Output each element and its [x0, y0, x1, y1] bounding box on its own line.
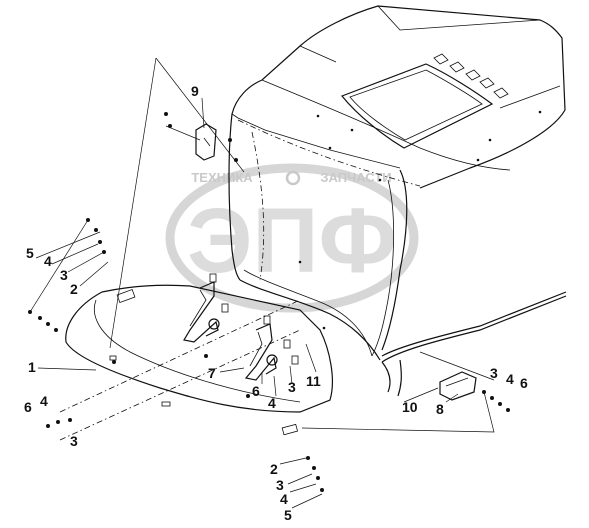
callout-6-center: 6 — [252, 383, 260, 399]
fastener-stacks — [28, 112, 510, 492]
watermark: ЭПФ ТЕХНИКА ЗАПЧАСТИ — [165, 163, 419, 313]
callout-3-left: 3 — [60, 267, 68, 283]
callout-5-bottom: 5 — [284, 507, 292, 523]
callout-3-bottom: 3 — [276, 477, 284, 493]
callout-2-bottom: 2 — [270, 461, 278, 477]
callout-6-lower-left: 6 — [24, 399, 32, 415]
callout-8: 8 — [436, 401, 444, 417]
callout-9: 9 — [191, 83, 199, 99]
callout-2-left: 2 — [70, 281, 78, 297]
brackets — [183, 273, 299, 381]
callout-7: 7 — [208, 365, 216, 381]
callout-5-left: 5 — [26, 245, 34, 261]
callout-6-right: 6 — [520, 375, 528, 391]
callout-4-left: 4 — [44, 253, 52, 269]
watermark-text-left: ТЕХНИКА — [191, 170, 253, 185]
callout-1: 1 — [28, 359, 36, 375]
callout-10: 10 — [402, 399, 418, 415]
watermark-logo-text: ЭПФ — [187, 190, 397, 292]
callout-11: 11 — [306, 373, 321, 389]
callout-4-bottom: 4 — [280, 491, 288, 507]
callouts: 9 5 4 3 2 1 6 4 3 7 6 4 3 11 10 8 3 4 6 … — [24, 83, 528, 523]
watermark-text-right: ЗАПЧАСТИ — [320, 170, 391, 185]
callout-4-lower-left: 4 — [40, 393, 48, 409]
callout-3-right: 3 — [490, 365, 498, 381]
callout-3-center: 3 — [288, 379, 296, 395]
side-trim-strip — [381, 291, 567, 397]
callout-4-right: 4 — [506, 371, 514, 387]
leader-lines — [35, 57, 495, 509]
gear-icon — [285, 170, 301, 186]
callout-3-lower-left: 3 — [70, 433, 78, 449]
bracket-9 — [195, 123, 217, 161]
bracket-8 — [439, 371, 477, 401]
callout-4-center: 4 — [268, 395, 276, 411]
cab-body — [228, 5, 566, 361]
sun-visor — [59, 284, 333, 441]
